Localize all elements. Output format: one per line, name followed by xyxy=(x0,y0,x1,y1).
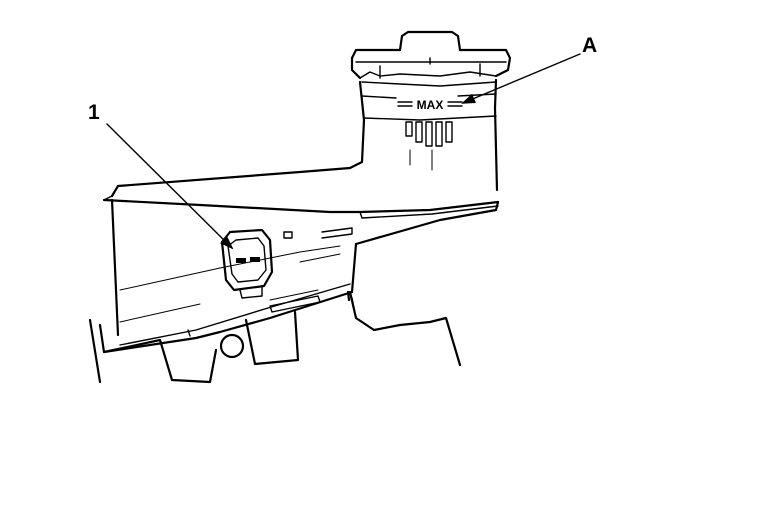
fluid-level-sensor-connector xyxy=(220,228,274,299)
reservoir-neck: MAX xyxy=(358,78,498,171)
reservoir-body xyxy=(102,106,500,354)
callout-1-leader-line xyxy=(106,123,234,250)
callout-1-label: 1 xyxy=(88,101,100,124)
reservoir-cap xyxy=(350,30,512,87)
callout-a: A xyxy=(461,34,597,104)
callout-a-leader-line xyxy=(461,53,581,104)
callout-1: 1 xyxy=(88,101,234,250)
max-level-mark: MAX xyxy=(417,98,444,112)
master-cylinder-body xyxy=(88,290,462,384)
callout-a-label: A xyxy=(582,34,597,57)
